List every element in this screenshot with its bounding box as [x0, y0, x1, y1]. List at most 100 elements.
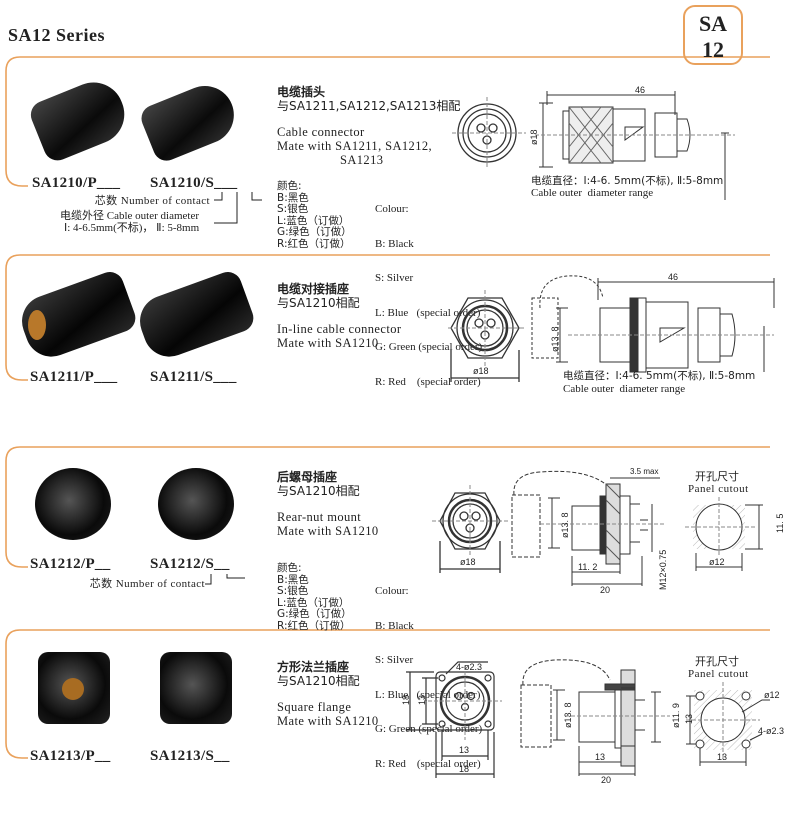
dim-pitch: 13 [459, 745, 469, 755]
dim-d1: 11. 2 [578, 562, 597, 572]
dim-diameter: ø13. 8 [563, 702, 573, 728]
colour-cn-item: B:黑色 [277, 573, 309, 586]
part-number-s: SA1212/S__ [150, 556, 230, 572]
dim-d2: 20 [601, 775, 611, 785]
callout-lines [205, 574, 245, 585]
dim-cutout-diameter: ø12 [764, 690, 780, 700]
desc-line: Square flange [277, 700, 352, 714]
contact-pins-photo [28, 310, 46, 340]
dim-diameter-2: ø11. 9 [671, 703, 680, 728]
dim-cutout-pitch: 13 [717, 752, 727, 762]
cable-note-cn: 电缆直径：Ⅰ:4-6. 5mm(不标), Ⅱ:5-8mm [563, 370, 756, 382]
colour-cn-item: L:蓝色（订做） [277, 596, 350, 609]
colour-legend-en: Colour: B: Black S: Silver L: Blue (spec… [375, 181, 482, 411]
desc-line: In-line cable connector [277, 322, 402, 336]
side-view-drawing: 46 ø13. 8 [531, 272, 775, 373]
dim-front-diameter: ø18 [460, 557, 476, 567]
dim-thread: M12×0.75 [658, 550, 668, 590]
dim-d2: 20 [600, 585, 610, 595]
dim-cutout-height: 11. 5 [775, 514, 785, 533]
cable-note-en: Cable outer diameter range [563, 383, 686, 395]
mate-cn: 与SA1210相配 [277, 484, 360, 498]
dim-diameter: ø18 [529, 129, 539, 145]
desc-line: Mate with SA1210 [277, 714, 379, 728]
part-number-p: SA1210/P___ [32, 175, 121, 191]
part-number-p: SA1212/P__ [30, 556, 111, 572]
dim-cutout-pitch-vertical: 13 [684, 714, 694, 724]
colour-legend-cn: 颜色: B:黑色 S:银色 L:蓝色（订做） G:绿色（订做） R:红色（订做） [277, 180, 352, 250]
product-title-cn: 后螺母插座 [277, 470, 338, 484]
part-number-p: SA1211/P___ [30, 369, 118, 385]
page-title: SA12 Series [8, 25, 105, 45]
colour-title-en: Colour: [375, 203, 409, 215]
cable-note-cn: 电缆直径：Ⅰ:4-6. 5mm(不标), Ⅱ:5-8mm [531, 175, 724, 187]
colour-title-cn: 颜色: [277, 562, 302, 574]
cutout-title-en: Panel cutout [688, 483, 749, 495]
colour-en-item: S: Silver [375, 654, 414, 666]
dim-front-diameter: ø18 [473, 366, 489, 376]
colour-en-item: R: Red (special order) [375, 375, 481, 388]
colour-cn-item: S:银色 [277, 585, 309, 597]
dim-pitch-vertical: 13 [417, 695, 427, 705]
dim-panel-max: 3.5 max [630, 467, 658, 476]
front-view-drawing: ø18 [448, 290, 526, 382]
dim-cutout-holes: 4-ø2.3 [758, 726, 784, 736]
part-number-s: SA1210/S___ [150, 175, 238, 191]
colour-cn-item: G:绿色（订做） [277, 226, 352, 238]
product-photo-flange-s [160, 652, 232, 724]
product-photo-rearnut-s [158, 468, 234, 540]
front-view-drawing [452, 97, 526, 169]
part-number-p: SA1213/P__ [30, 748, 111, 764]
dim-length: 46 [668, 272, 678, 282]
colour-en-item: B: Black [375, 619, 414, 632]
dim-cutout-diameter: ø12 [709, 557, 725, 567]
cutout-title-en: Panel cutout [688, 668, 749, 680]
front-view-drawing: ø18 [432, 485, 510, 573]
colour-cn-item: R:红色（订做） [277, 237, 351, 250]
colour-cn-item: S:银色 [277, 203, 309, 215]
side-view-drawing: 46 ø18 [529, 85, 735, 200]
dim-diameter: ø13. 8 [560, 512, 570, 538]
desc-line: Mate with SA1211, SA1212, [277, 139, 433, 153]
side-view-drawing: 3.5 max ø13. 8 11. 2 20 M12×0.75 [511, 467, 668, 595]
dim-outer: 18 [459, 764, 469, 774]
product-photo-rearnut-p [35, 468, 111, 540]
badge-line2: 12 [702, 37, 724, 62]
colour-title-cn: 颜色: [277, 180, 302, 192]
dim-outer-vertical: 18 [401, 695, 411, 705]
colour-cn-item: B:黑色 [277, 191, 309, 204]
cable-diameter-label: 电缆外径 Cable outer diameter [60, 210, 199, 222]
side-view-drawing: ø13. 8 ø11. 9 13 20 [520, 659, 680, 785]
cutout-title-cn: 开孔尺寸 [695, 655, 739, 668]
contacts-label: 芯数 Number of contact [94, 195, 210, 207]
panel-cutout-drawing: 11. 5 ø12 [685, 497, 785, 571]
front-view-drawing: 4-ø2.3 18 13 13 18 [401, 661, 502, 778]
dim-d1: 13 [595, 752, 605, 762]
dim-holes: 4-ø2.3 [456, 662, 482, 672]
contacts-label: 芯数 Number of contact [89, 578, 205, 590]
mate-cn: 与SA1210相配 [277, 296, 360, 310]
contact-pins-photo [62, 678, 84, 700]
desc-line: SA1213 [340, 153, 384, 167]
desc-line: Rear-nut mount [277, 510, 362, 524]
dim-diameter: ø13. 8 [550, 326, 560, 352]
colour-cn-item: L:蓝色（订做） [277, 214, 350, 227]
colour-en-item: G: Green (special order) [375, 341, 483, 353]
colour-en-item: R: Red (special order) [375, 757, 481, 770]
colour-en-item: G: Green (special order) [375, 723, 483, 735]
colour-cn-item: G:绿色（订做） [277, 608, 352, 620]
colour-en-item: S: Silver [375, 272, 414, 284]
desc-line: Mate with SA1210 [277, 524, 379, 538]
mate-cn: 与SA1211,SA1212,SA1213相配 [277, 99, 461, 113]
part-number-s: SA1211/S___ [150, 369, 237, 385]
colour-en-item: L: Blue (special order) [375, 306, 481, 319]
panel-cutout-drawing: 13 13 ø12 4-ø2.3 [684, 682, 784, 766]
product-title-cn: 方形法兰插座 [277, 660, 350, 674]
badge-line1: SA [698, 11, 728, 36]
colour-en-item: B: Black [375, 237, 414, 250]
cutout-title-cn: 开孔尺寸 [695, 470, 739, 483]
colour-title-en: Colour: [375, 585, 409, 597]
desc-line: Mate with SA1210 [277, 336, 379, 350]
part-number-s: SA1213/S__ [150, 748, 230, 764]
